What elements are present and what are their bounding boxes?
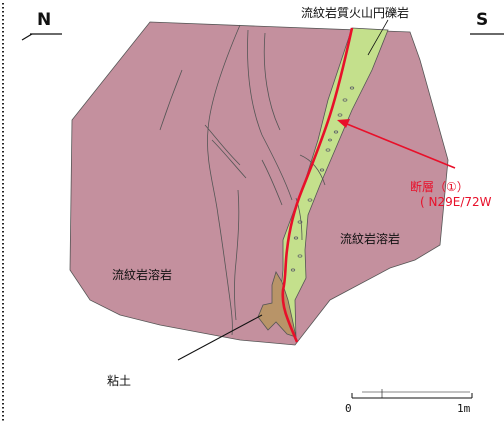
clay-patch xyxy=(257,271,297,338)
fault-arrowhead xyxy=(337,119,350,128)
south-label: S xyxy=(476,10,489,30)
clay-leader xyxy=(177,314,263,361)
fault-label: 断層（①） xyxy=(410,180,469,194)
scale-bar xyxy=(351,389,473,399)
scale-end-label: 1m xyxy=(457,402,471,415)
rhyolite-lava-region xyxy=(69,21,449,346)
north-tick xyxy=(21,33,33,41)
rhyolite-label-left: 流紋岩溶岩 xyxy=(112,268,173,282)
clasts xyxy=(290,86,355,272)
conglomerate-label: 流紋岩質火山円礫岩 xyxy=(301,6,410,20)
rhyolite-label-right: 流紋岩溶岩 xyxy=(340,232,401,246)
fault-arrow xyxy=(346,123,456,169)
fault-orientation-label: ( N29E/72W xyxy=(420,195,492,209)
fault-trace xyxy=(281,27,354,343)
north-label: N xyxy=(37,10,52,30)
scale-start-label: 0 xyxy=(345,402,352,415)
clay-label: 粘土 xyxy=(107,374,132,388)
conglomerate-leader xyxy=(367,19,389,56)
